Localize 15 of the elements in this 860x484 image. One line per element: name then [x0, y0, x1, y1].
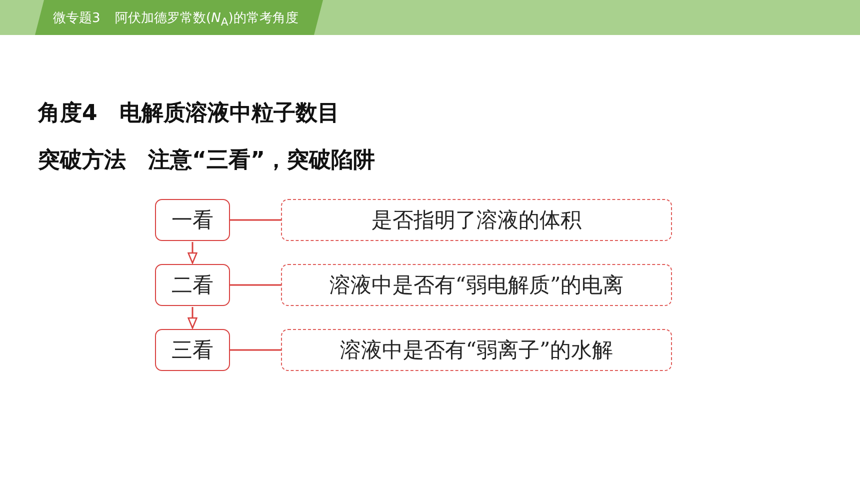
step-box: 一看 — [155, 199, 230, 241]
header-label: 微专题3 — [53, 10, 100, 27]
arrow — [188, 242, 198, 264]
arrow — [188, 307, 198, 329]
section-heading: 角度4 电解质溶液中粒子数目 — [38, 100, 340, 128]
connector-line — [230, 349, 281, 351]
note-box: 溶液中是否有“弱离子”的水解 — [281, 329, 672, 371]
step-box: 三看 — [155, 329, 230, 371]
method-heading: 突破方法 注意“三看”，突破陷阱 — [38, 146, 375, 175]
header-title: 阿伏加德罗常数(N$_{A}$)的常考角度 — [115, 10, 298, 29]
connector-line — [230, 284, 281, 286]
note-box: 是否指明了溶液的体积 — [281, 199, 672, 241]
connector-line — [230, 219, 281, 221]
step-box: 二看 — [155, 264, 230, 306]
note-box: 溶液中是否有“弱电解质”的电离 — [281, 264, 672, 306]
